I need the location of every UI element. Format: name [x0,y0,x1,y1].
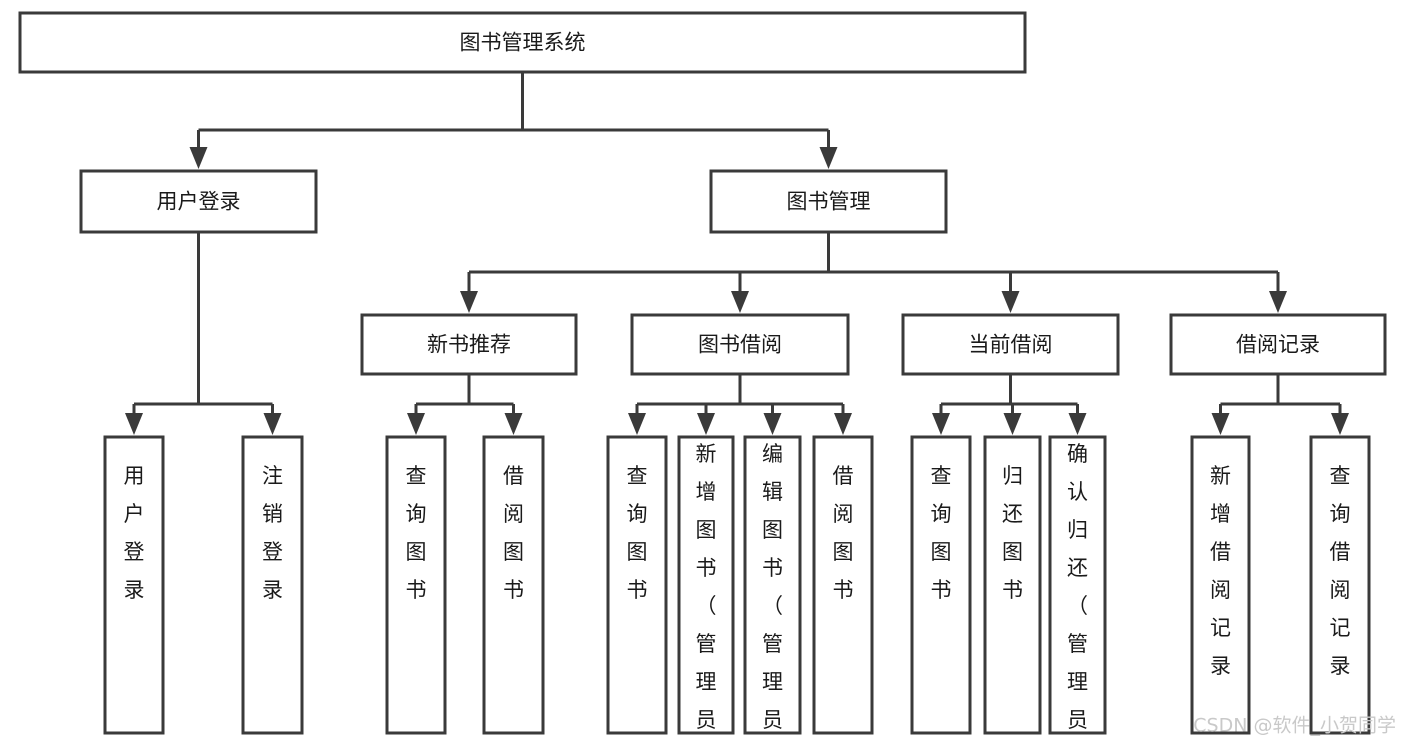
node-box-root[interactable] [18,11,1027,74]
node-label-leaf-borrow-book: 借阅图书 [833,464,854,602]
arrow-icon-book-borrow [731,291,749,313]
node-box-book-borrow[interactable] [630,313,850,376]
node-label-leaf-return-book: 归还图书 [1002,464,1023,602]
arrow-icon-new-book-recommend [460,291,478,313]
node-new-book-recommend[interactable]: 新书推荐 [360,313,578,376]
node-box-leaf-confirm-return-admin[interactable] [1048,435,1107,735]
node-label-root: 图书管理系统 [460,31,586,55]
node-box-leaf-query-book-borrow[interactable] [606,435,668,735]
node-root[interactable]: 图书管理系统 [18,11,1027,74]
node-leaf-user-login[interactable]: 用户登录 [103,435,165,735]
node-label-leaf-borrow-book-rec: 借阅图书 [503,464,524,602]
arrow-icon-user-login [189,147,208,169]
edge-layer [125,72,1349,435]
arrow-icon-leaf-borrow-book-rec [504,413,523,435]
node-box-leaf-return-book[interactable] [983,435,1042,735]
node-leaf-borrow-book[interactable]: 借阅图书 [812,435,874,735]
arrow-icon-leaf-borrow-book [834,413,852,435]
node-leaf-add-borrow-record[interactable]: 新增借阅记录 [1190,435,1251,735]
node-label-leaf-logout-login: 注销登录 [262,464,283,602]
node-layer: 图书管理系统用户登录图书管理新书推荐图书借阅当前借阅借阅记录用户登录注销登录查询… [18,11,1387,747]
node-label-leaf-user-login: 用户登录 [124,464,145,602]
node-label-leaf-query-borrow-record: 查询借阅记录 [1330,464,1351,678]
node-user-login[interactable]: 用户登录 [79,169,318,234]
node-leaf-borrow-book-rec[interactable]: 借阅图书 [482,435,545,735]
node-leaf-add-book-admin[interactable]: 新增图书（管理员） [677,435,735,747]
node-box-leaf-edit-book-admin[interactable] [743,435,802,735]
node-box-leaf-query-borrow-record[interactable] [1309,435,1371,735]
arrow-icon-leaf-confirm-return-admin [1068,413,1087,435]
node-box-leaf-borrow-book-rec[interactable] [482,435,545,735]
arrow-icon-leaf-add-borrow-record [1211,413,1230,435]
arrow-icon-leaf-query-borrow-record [1331,413,1349,435]
csdn-watermark: CSDN @软件_小贺同学 [1193,715,1396,737]
node-label-leaf-query-book-current: 查询图书 [931,464,952,602]
node-box-leaf-user-login[interactable] [103,435,165,735]
node-leaf-confirm-return-admin[interactable]: 确认归还（管理员） [1048,435,1107,747]
node-borrow-record[interactable]: 借阅记录 [1169,313,1387,376]
arrow-icon-leaf-query-book-rec [407,413,425,435]
node-label-leaf-query-book-rec: 查询图书 [406,464,427,602]
arrow-icon-leaf-logout-login [263,413,282,435]
node-leaf-edit-book-admin[interactable]: 编辑图书（管理员） [743,435,802,747]
node-book-management[interactable]: 图书管理 [709,169,948,234]
node-leaf-query-book-borrow[interactable]: 查询图书 [606,435,668,735]
node-label-book-borrow: 图书借阅 [698,333,782,357]
arrow-icon-leaf-return-book [1003,413,1022,435]
arrow-icon-leaf-query-book-current [932,413,950,435]
node-box-leaf-query-book-current[interactable] [910,435,972,735]
arrow-icon-book-management [819,147,838,169]
node-book-borrow[interactable]: 图书借阅 [630,313,850,376]
arrow-icon-current-borrow [1001,291,1020,313]
node-box-leaf-borrow-book[interactable] [812,435,874,735]
node-label-leaf-add-borrow-record: 新增借阅记录 [1210,464,1231,678]
node-label-leaf-confirm-return-admin: 确认归还（管理员） [1067,442,1088,747]
arrow-icon-leaf-user-login [125,413,143,435]
node-leaf-return-book[interactable]: 归还图书 [983,435,1042,735]
node-box-book-management[interactable] [709,169,948,234]
node-label-borrow-record: 借阅记录 [1236,333,1320,357]
node-label-leaf-edit-book-admin: 编辑图书（管理员） [762,442,783,747]
node-label-book-management: 图书管理 [787,190,871,214]
node-box-leaf-add-borrow-record[interactable] [1190,435,1251,735]
arrow-icon-leaf-query-book-borrow [628,413,646,435]
node-leaf-query-book-rec[interactable]: 查询图书 [385,435,447,735]
node-current-borrow[interactable]: 当前借阅 [901,313,1120,376]
arrow-icon-leaf-add-book-admin [697,413,715,435]
node-box-leaf-add-book-admin[interactable] [677,435,735,735]
node-leaf-logout-login[interactable]: 注销登录 [241,435,304,735]
node-box-borrow-record[interactable] [1169,313,1387,376]
node-label-leaf-add-book-admin: 新增图书（管理员） [696,442,717,747]
node-box-leaf-query-book-rec[interactable] [385,435,447,735]
node-box-current-borrow[interactable] [901,313,1120,376]
node-box-leaf-logout-login[interactable] [241,435,304,735]
node-leaf-query-book-current[interactable]: 查询图书 [910,435,972,735]
arrow-icon-borrow-record [1269,291,1287,313]
node-label-new-book-recommend: 新书推荐 [427,333,511,357]
node-label-leaf-query-book-borrow: 查询图书 [627,464,648,602]
node-box-user-login[interactable] [79,169,318,234]
node-label-user-login: 用户登录 [157,190,241,214]
node-box-new-book-recommend[interactable] [360,313,578,376]
node-label-current-borrow: 当前借阅 [969,333,1053,357]
node-leaf-query-borrow-record[interactable]: 查询借阅记录 [1309,435,1371,735]
arrow-icon-leaf-edit-book-admin [763,413,782,435]
